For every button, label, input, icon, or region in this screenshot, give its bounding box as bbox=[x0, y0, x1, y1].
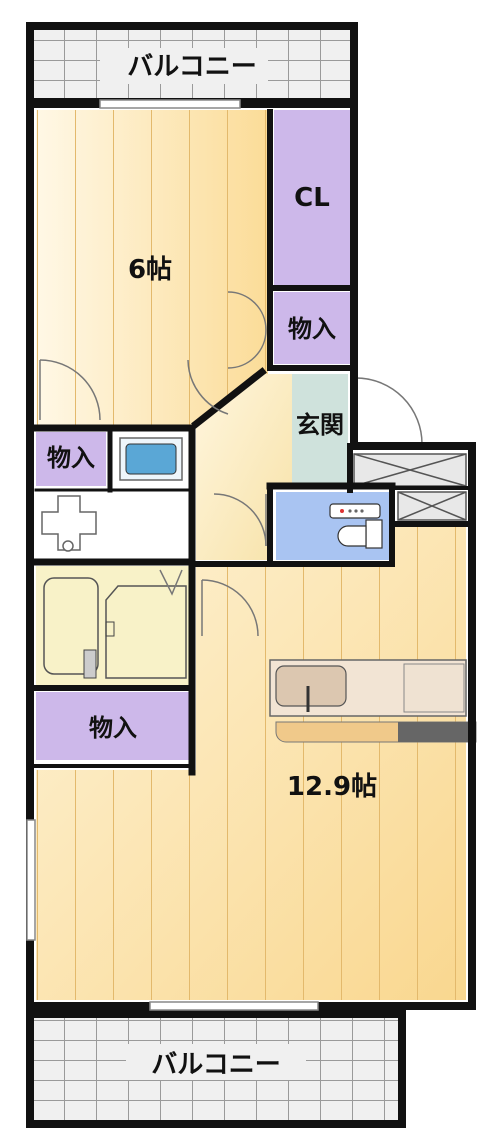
toilet-icon bbox=[329, 503, 383, 549]
balcony-top-label: バルコニー bbox=[127, 52, 256, 82]
balcony-top: バルコニー bbox=[26, 22, 358, 106]
door-swings bbox=[39, 291, 267, 637]
storage-middle: 物入 bbox=[36, 692, 190, 760]
pipe-shafts bbox=[353, 453, 467, 521]
storage-left: 物入 bbox=[36, 432, 106, 486]
windows bbox=[26, 99, 319, 1011]
western-room-label: 6帖 bbox=[128, 255, 172, 285]
balcony-bottom: バルコニー bbox=[26, 1010, 406, 1128]
storage-left-label: 物入 bbox=[47, 444, 95, 472]
storage-middle-label: 物入 bbox=[89, 714, 137, 742]
washroom bbox=[36, 432, 190, 558]
toilet bbox=[276, 492, 390, 560]
balcony-bottom-label: バルコニー bbox=[151, 1050, 280, 1080]
kitchen-counter bbox=[269, 659, 477, 743]
ldk-label: 12.9帖 bbox=[287, 772, 377, 802]
entrance-door bbox=[355, 377, 423, 445]
washing-machine-icon bbox=[41, 495, 97, 552]
inner-walls bbox=[32, 109, 473, 776]
bathroom bbox=[36, 566, 190, 686]
entrance-label: 玄関 bbox=[296, 411, 344, 439]
storage-upper-label: 物入 bbox=[288, 315, 336, 343]
closet-label: CL bbox=[294, 183, 330, 213]
closet: CL bbox=[270, 110, 350, 286]
ldk: 12.9帖 bbox=[36, 524, 466, 1000]
western-room: 6帖 bbox=[36, 110, 268, 426]
storage-upper: 物入 bbox=[274, 292, 350, 364]
